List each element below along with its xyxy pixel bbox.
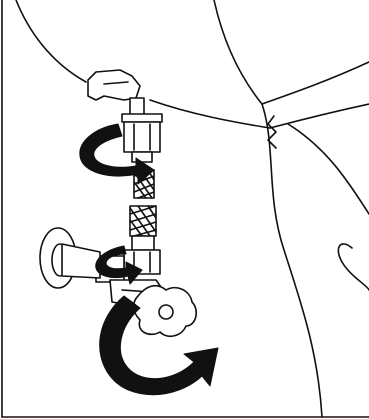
coupling-nut-upper-icon <box>121 113 163 163</box>
faucet-tailpiece-icon <box>87 69 145 119</box>
sink-basin-icon <box>15 0 369 129</box>
rotate-clockwise-arrow-handle-icon <box>99 295 219 396</box>
wall-flange-icon <box>39 227 101 289</box>
rotate-counterclockwise-arrow-lower-icon <box>95 245 143 285</box>
pedestal-column-icon <box>261 103 369 418</box>
valve-handle-icon <box>132 284 198 338</box>
rotate-counterclockwise-arrow-upper-icon <box>79 123 155 185</box>
